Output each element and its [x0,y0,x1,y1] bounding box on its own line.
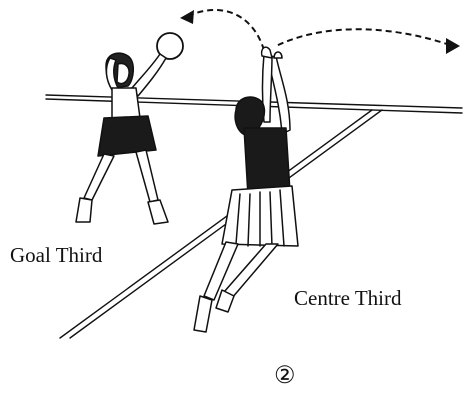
player-right-hand-right [273,51,283,59]
player-left-leg-left [83,153,115,201]
player-left-face [116,62,130,85]
player-left-skirt [97,115,157,157]
player-left-torso [111,87,141,121]
arrowhead-left-icon [180,10,194,24]
step-number-label: ② [274,363,296,389]
goal-third-label: Goal Third [10,243,103,267]
player-right-hair [234,96,266,137]
pass-arc-upper [187,8,265,51]
player-left-shoe-right [147,199,169,225]
player-left-arm-left [105,57,119,91]
pass-trajectory [187,8,451,51]
player-centre-third [193,46,299,333]
pass-arc-right [275,28,451,47]
arrowhead-right-icon [446,38,460,54]
player-right-shoe-right [215,289,235,313]
centre-third-label: Centre Third [294,286,402,310]
player-right-arm-left [261,53,273,123]
player-right-hand-left [260,46,273,59]
player-right-leg-left [203,241,239,301]
player-right-skirt-pleats [235,189,285,247]
player-right-shoe-left [193,295,213,333]
diagonal-line-outer [59,109,373,339]
player-left-shoe-left [75,197,93,223]
player-goal-third [75,52,169,225]
player-right-torso [243,127,291,197]
player-left-arm-right [131,53,167,97]
netball-ball [156,32,184,60]
player-left-leg-right [135,149,159,203]
